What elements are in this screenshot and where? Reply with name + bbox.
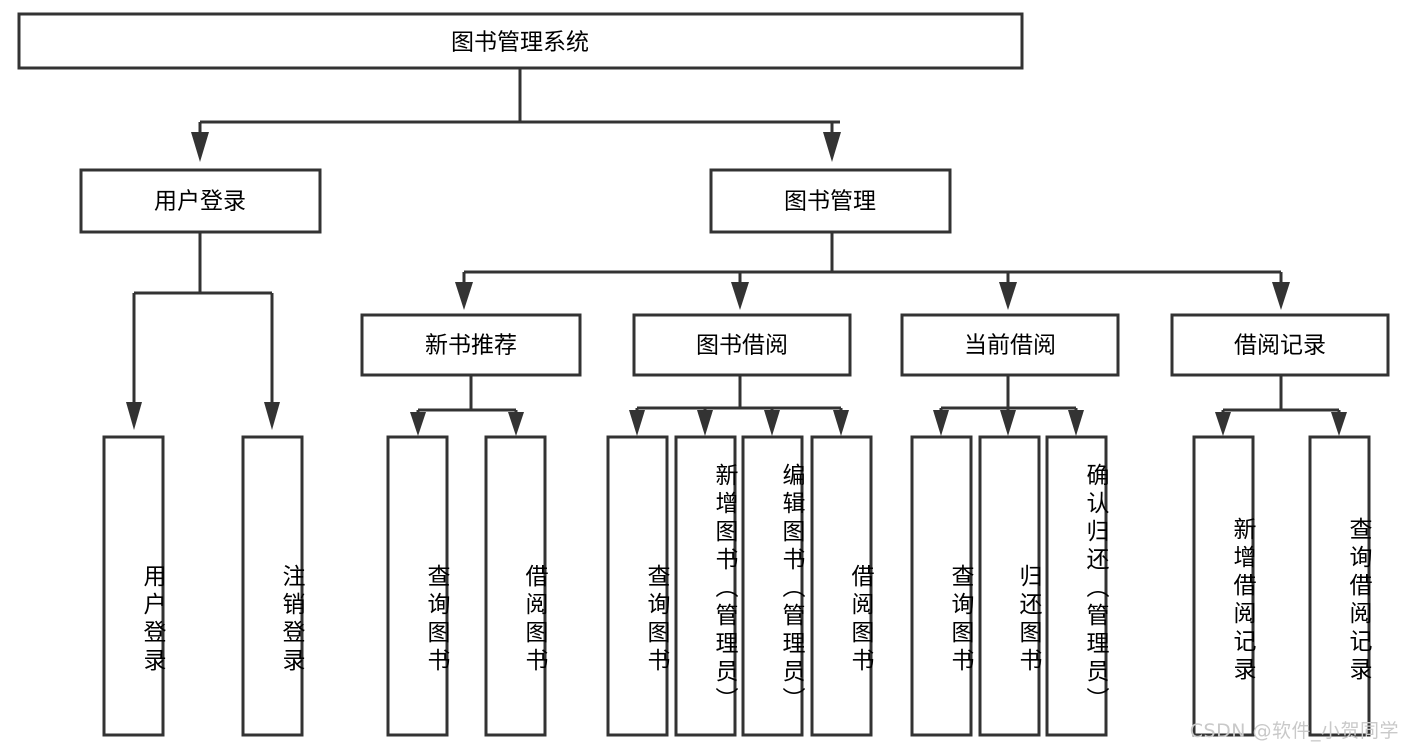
arrow-head-leaf-borrow-book-2 bbox=[833, 410, 849, 436]
arrow-head-to-user-login bbox=[191, 132, 209, 162]
arrow-head-leaf-query-book-1 bbox=[410, 412, 426, 436]
node-book-management-box[interactable] bbox=[709, 168, 952, 234]
node-root-box[interactable] bbox=[17, 12, 1024, 70]
leaf-box-return-book[interactable] bbox=[978, 435, 1041, 737]
connector-group-current-borrow bbox=[933, 375, 1084, 436]
arrow-head-leaf-query-book-3 bbox=[933, 410, 949, 436]
connector-group-book-management bbox=[455, 232, 1290, 310]
leaf-box-borrow-book-1[interactable] bbox=[484, 435, 547, 737]
node-root-label: 图书管理系统 bbox=[451, 30, 589, 56]
leaf-box-query-book-3[interactable] bbox=[910, 435, 973, 737]
leaf-box-borrow-book-2[interactable] bbox=[810, 435, 873, 737]
leaf-box-edit-book[interactable] bbox=[741, 435, 804, 737]
node-current-borrow-label: 当前借阅 bbox=[964, 333, 1056, 359]
leaf-box-add-record[interactable] bbox=[1192, 435, 1255, 737]
connector-group-user-login bbox=[126, 232, 280, 430]
arrow-head-leaf-query-book-2 bbox=[629, 410, 645, 436]
arrow-head-leaf-return-book bbox=[1000, 410, 1016, 436]
leaf-box-query-record[interactable] bbox=[1308, 435, 1371, 737]
arrow-head-leaf-logout bbox=[264, 402, 280, 430]
node-new-book-recommend-box[interactable] bbox=[360, 313, 582, 377]
arrow-head-leaf-user-login bbox=[126, 402, 142, 430]
connector-group-borrow-record bbox=[1215, 375, 1347, 436]
leaf-box-add-book[interactable] bbox=[674, 435, 737, 737]
connector-group-book-borrow bbox=[629, 375, 849, 436]
node-book-management-label: 图书管理 bbox=[784, 189, 876, 215]
arrow-head-to-borrow-record bbox=[1272, 282, 1290, 310]
node-current-borrow-box[interactable] bbox=[900, 313, 1120, 377]
arrow-head-to-book-management bbox=[823, 132, 841, 162]
leaf-box-query-book-1[interactable] bbox=[386, 435, 449, 737]
leaf-box-logout[interactable] bbox=[241, 435, 304, 737]
arrow-head-to-new-book-recommend bbox=[455, 282, 473, 310]
leaf-box-query-book-2[interactable] bbox=[606, 435, 669, 737]
node-user-login-box[interactable] bbox=[79, 168, 322, 234]
arrow-head-leaf-confirm-return bbox=[1068, 410, 1084, 436]
leaf-box-confirm-return[interactable] bbox=[1045, 435, 1108, 737]
arrow-head-to-current-borrow bbox=[999, 282, 1017, 310]
node-new-book-recommend-label: 新书推荐 bbox=[425, 333, 517, 359]
arrow-head-to-book-borrow bbox=[731, 282, 749, 310]
arrow-head-leaf-add-record bbox=[1215, 412, 1231, 436]
connector-group-root bbox=[191, 68, 841, 162]
arrow-head-leaf-edit-book bbox=[764, 410, 780, 436]
arrow-head-leaf-query-record bbox=[1331, 412, 1347, 436]
node-borrow-record-box[interactable] bbox=[1170, 313, 1390, 377]
node-user-login-label: 用户登录 bbox=[154, 189, 246, 215]
node-book-borrow-label: 图书借阅 bbox=[696, 333, 788, 359]
leaf-box-user-login[interactable] bbox=[102, 435, 165, 737]
connector-group-new-book-recommend bbox=[410, 375, 524, 436]
arrow-head-leaf-add-book bbox=[697, 410, 713, 436]
node-borrow-record-label: 借阅记录 bbox=[1234, 333, 1326, 359]
arrow-head-leaf-borrow-book-1 bbox=[508, 412, 524, 436]
node-book-borrow-box[interactable] bbox=[632, 313, 852, 377]
